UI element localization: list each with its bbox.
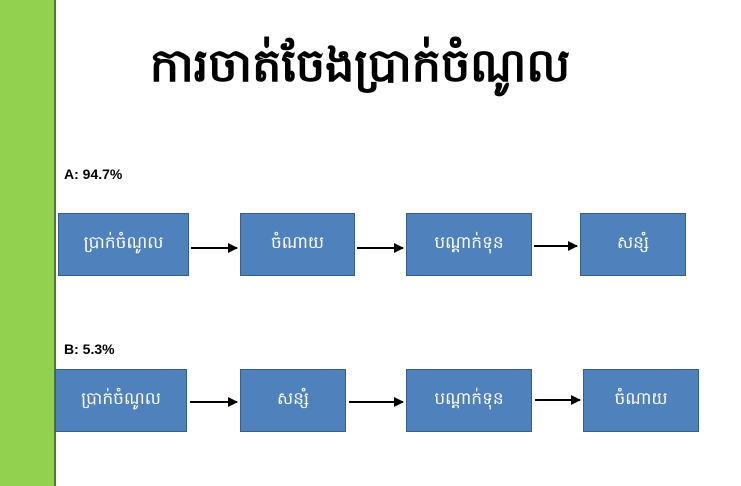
row-b-step-3: បណ្ដាក់ទុន (406, 369, 532, 432)
row-a-step-1: ប្រាក់ចំណូល (58, 213, 189, 276)
slide-title: ការចាត់ចែងប្រាក់ចំណូល (149, 38, 571, 92)
row-b-step-2: សន្សំ (240, 369, 346, 432)
row-a-step-4: សន្សំ (580, 213, 686, 276)
row-b-step-4: ចំណាយ (583, 369, 699, 432)
row-a-label: A: 94.7% (64, 166, 123, 182)
row-b-label: B: 5.3% (64, 341, 115, 357)
row-b-step-1: ប្រាក់ចំណូល (55, 369, 187, 432)
sidebar-strip (0, 0, 56, 486)
row-a-step-2: ចំណាយ (240, 213, 355, 276)
row-a-step-3: បណ្ដាក់ទុន (406, 213, 532, 276)
